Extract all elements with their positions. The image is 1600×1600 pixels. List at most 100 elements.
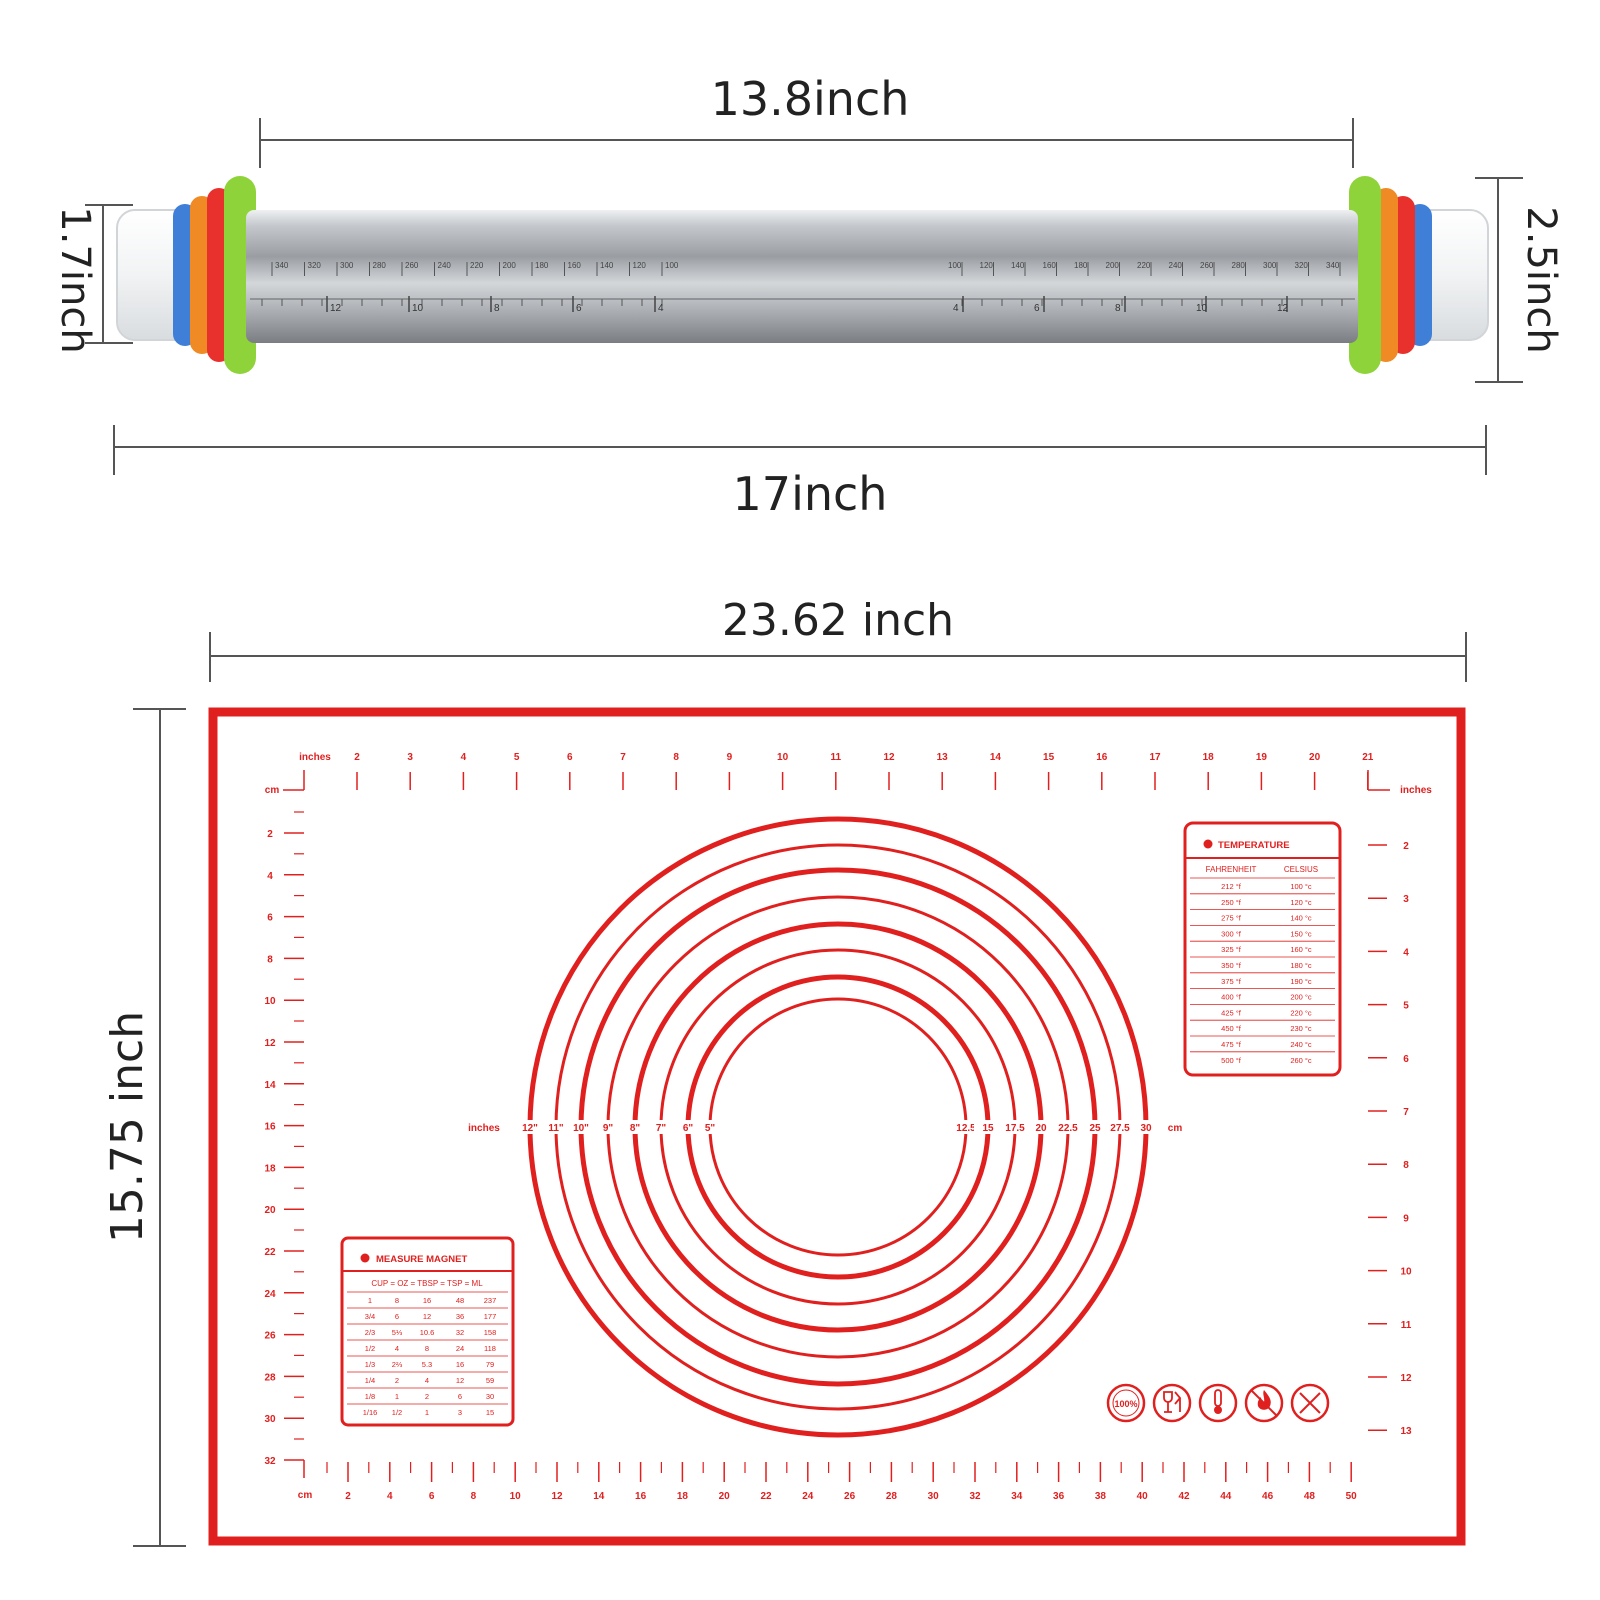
circle-label-bg <box>649 1120 673 1134</box>
circle-label-bg <box>569 1120 593 1134</box>
bottom-ruler-label: 8 <box>471 1491 477 1502</box>
ring-diameter-dimension: 2.5inch <box>1475 177 1564 383</box>
circle-label-bg <box>698 1120 722 1134</box>
measure-cell: 8 <box>425 1344 429 1353</box>
measure-cell: 30 <box>486 1392 494 1401</box>
top-ruler-label: 13 <box>937 752 949 763</box>
temperature-c-cell: 180 °c <box>1290 961 1312 970</box>
temperature-c-cell: 230 °c <box>1290 1024 1312 1033</box>
bottom-ruler-label: 46 <box>1262 1491 1274 1502</box>
temperature-f-cell: 375 °f <box>1221 977 1242 986</box>
pin-cm-label: 140 <box>1011 261 1025 270</box>
left-ruler-label: 30 <box>264 1414 276 1425</box>
top-ruler-label: 12 <box>883 752 895 763</box>
bottom-ruler-label: 14 <box>593 1491 605 1502</box>
bottom-ruler-label: 34 <box>1011 1491 1023 1502</box>
left-ruler-label: 16 <box>264 1122 276 1133</box>
right-ruler-label: 6 <box>1403 1054 1409 1065</box>
measure-cell: 2/3 <box>365 1328 375 1337</box>
pin-cm-label: 300 <box>340 261 354 270</box>
circle-inch-label: 12" <box>522 1123 538 1134</box>
measure-cell: 118 <box>484 1344 496 1353</box>
top-ruler-label: 9 <box>727 752 733 763</box>
right-thickness-rings[interactable] <box>1349 176 1432 374</box>
top-ruler-label: 2 <box>354 752 360 763</box>
badge-percent-label: 100% <box>1114 1399 1137 1409</box>
pin-cm-label: 200 <box>1106 261 1120 270</box>
left-thickness-rings[interactable] <box>173 176 256 374</box>
mat-height-dimension: 15.75 inch <box>102 708 186 1547</box>
mat-width-dimension: 23.62 inch <box>209 595 1467 682</box>
top-ruler-label: 11 <box>831 752 842 763</box>
measure-cell: 4 <box>395 1344 399 1353</box>
circle-label-bg <box>974 1120 1002 1134</box>
total-length-dimension: 17inch <box>113 425 1487 521</box>
circle-label-bg <box>1106 1120 1134 1134</box>
bottom-ruler-label: 50 <box>1346 1491 1358 1502</box>
top-ruler-label: 15 <box>1043 752 1055 763</box>
measure-cell: 48 <box>456 1296 464 1305</box>
pin-cm-label: 260 <box>405 261 419 270</box>
temperature-f-cell: 500 °f <box>1221 1056 1242 1065</box>
left-ruler-label: 26 <box>264 1331 276 1342</box>
left-ruler-label: 22 <box>264 1247 276 1258</box>
measure-cell: 5⅓ <box>392 1328 403 1337</box>
bottom-ruler-label: 38 <box>1095 1491 1107 1502</box>
pin-cm-label: 280 <box>373 261 387 270</box>
circle-cm-label: 27.5 <box>1110 1123 1130 1134</box>
top-ruler-label: 18 <box>1203 752 1215 763</box>
bottom-ruler-label: 16 <box>635 1491 647 1502</box>
bottom-ruler-label: 10 <box>510 1491 522 1502</box>
temperature-f-cell: 425 °f <box>1221 1008 1242 1017</box>
pin-inch-label: 4 <box>953 303 959 314</box>
bottom-ruler-label: 2 <box>345 1491 351 1502</box>
top-ruler-label: 8 <box>673 752 679 763</box>
bottom-ruler-label: 30 <box>928 1491 940 1502</box>
top-ruler-label: 20 <box>1309 752 1321 763</box>
pin-length-dimension: 13.8inch <box>259 72 1354 168</box>
right-ruler-label: 11 <box>1401 1320 1412 1331</box>
bottom-ruler-label: 26 <box>844 1491 856 1502</box>
pin-inch-label: 4 <box>658 303 664 314</box>
measure-cell: 1/8 <box>365 1392 375 1401</box>
left-ruler-label: 2 <box>267 829 273 840</box>
measure-cell: 16 <box>423 1296 431 1305</box>
top-ruler-unit-inches: inches <box>299 752 331 763</box>
temperature-bullet-icon <box>1203 839 1213 849</box>
temperature-c-cell: 190 °c <box>1290 977 1312 986</box>
pin-cm-label: 100 <box>948 261 962 270</box>
temperature-f-cell: 212 °f <box>1221 882 1242 891</box>
ring-diameter-label: 2.5inch <box>1518 206 1564 353</box>
pin-cm-label: 120 <box>633 261 647 270</box>
measure-cell: 24 <box>456 1344 464 1353</box>
measure-cell: 3 <box>458 1408 462 1417</box>
temperature-header-f: FAHRENHEIT <box>1206 865 1257 874</box>
right-ruler-label: 2 <box>1403 841 1409 852</box>
temperature-c-cell: 240 °c <box>1290 1040 1312 1049</box>
temperature-f-cell: 325 °f <box>1221 945 1242 954</box>
pin-diameter-dimension: 1.7inch <box>52 204 133 354</box>
temperature-title: TEMPERATURE <box>1218 840 1290 851</box>
circle-label-bg <box>1132 1120 1160 1134</box>
left-ruler-label: 6 <box>267 913 273 924</box>
circle-label-bg <box>1001 1120 1029 1134</box>
pin-cm-label: 120 <box>980 261 994 270</box>
temperature-header-c: CELSIUS <box>1284 865 1318 874</box>
bottom-ruler-label: 32 <box>969 1491 981 1502</box>
measure-cell: 16 <box>456 1360 464 1369</box>
temperature-c-cell: 200 °c <box>1290 993 1312 1002</box>
bottom-ruler-label: 48 <box>1304 1491 1316 1502</box>
circle-inch-label: 7" <box>656 1123 667 1134</box>
bottom-ruler-label: 18 <box>677 1491 689 1502</box>
right-ruler-label: 8 <box>1403 1160 1409 1171</box>
temperature-f-cell: 400 °f <box>1221 993 1242 1002</box>
right-ruler-unit-inches: inches <box>1400 785 1432 796</box>
measure-cell: 79 <box>486 1360 494 1369</box>
pin-inch-label: 10 <box>1196 303 1208 314</box>
left-ruler-unit-cm: cm <box>265 785 280 796</box>
pin-diameter-label: 1.7inch <box>52 206 98 353</box>
pin-cm-label: 240 <box>1169 261 1183 270</box>
temperature-c-cell: 150 °c <box>1290 929 1312 938</box>
